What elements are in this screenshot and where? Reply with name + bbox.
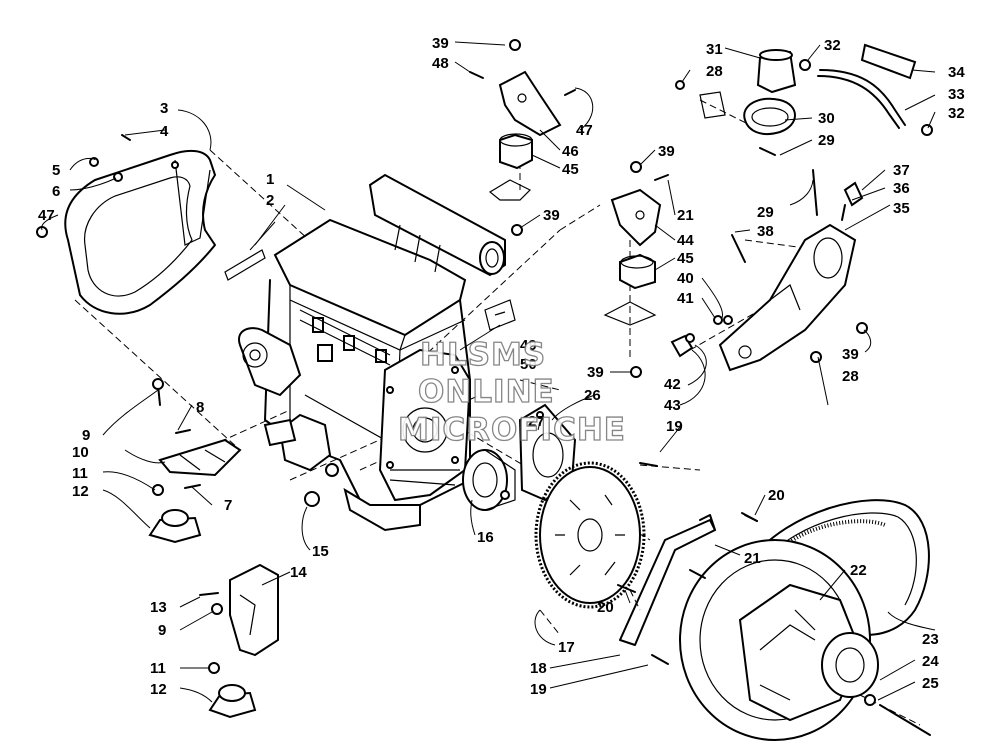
callout-9b: 9: [158, 622, 166, 639]
callout-40: 40: [677, 270, 694, 287]
filter-assembly: [675, 43, 933, 156]
callout-41: 41: [677, 290, 694, 307]
support-plate: [670, 169, 868, 372]
callout-28: 28: [706, 63, 723, 80]
callout-25: 25: [922, 675, 939, 692]
callout-42: 42: [664, 376, 681, 393]
callout-35: 35: [893, 200, 910, 217]
loose-fasteners: [36, 134, 758, 665]
callout-17: 17: [558, 639, 575, 656]
callout-24: 24: [922, 653, 939, 670]
callout-48: 48: [432, 55, 449, 72]
callout-19: 19: [530, 681, 547, 698]
callout-21: 21: [744, 550, 761, 567]
callout-27: 27: [528, 413, 545, 430]
callout-6: 6: [52, 183, 60, 200]
callout-50: 50: [520, 356, 537, 373]
callout-46: 46: [562, 143, 579, 160]
watermark-line-1: HLSMS: [420, 337, 546, 373]
watermark-line-2: ONLINE: [418, 374, 555, 410]
callout-23: 23: [922, 631, 939, 648]
drive-hub: [462, 449, 516, 511]
callout-45: 45: [562, 161, 579, 178]
callout-8: 8: [196, 399, 204, 416]
callout-19b: 19: [666, 418, 683, 435]
clutch-bracket: [619, 514, 716, 646]
callout-3: 3: [160, 100, 168, 117]
callout-32b: 32: [948, 105, 965, 122]
callout-31: 31: [706, 41, 723, 58]
callout-38: 38: [757, 223, 774, 240]
engine-block: [224, 173, 516, 532]
callout-7: 7: [224, 497, 232, 514]
callout-16: 16: [477, 529, 494, 546]
callout-37: 37: [893, 162, 910, 179]
callout-39-low: 39: [587, 364, 604, 381]
callout-49: 49: [520, 337, 537, 354]
callout-11: 11: [72, 465, 88, 482]
callout-47b: 47: [576, 122, 593, 139]
drive-clutch: [679, 499, 931, 741]
leader-lines: [41, 41, 936, 703]
watermark: HLSMS ONLINE MICROFICHE: [397, 336, 626, 448]
callout-39-right: 39: [658, 143, 675, 160]
callout-30: 30: [818, 110, 835, 127]
callout-10: 10: [72, 444, 89, 461]
callout-20: 20: [768, 487, 785, 504]
callout-47: 47: [38, 207, 55, 224]
belt-guard: [64, 149, 216, 315]
callout-13: 13: [150, 599, 167, 616]
callout-1: 1: [266, 171, 274, 188]
callout-5: 5: [52, 162, 60, 179]
callout-14: 14: [290, 564, 307, 581]
rear-mount-bracket: [199, 491, 320, 719]
top-engine-mount: [469, 39, 576, 236]
callout-18: 18: [530, 660, 547, 677]
callout-9: 9: [82, 427, 90, 444]
callout-34: 34: [948, 64, 965, 81]
callout-21b: 21: [677, 207, 694, 224]
front-mount-bracket: [148, 378, 242, 544]
callout-32: 32: [824, 37, 841, 54]
callout-44: 44: [677, 232, 694, 249]
callout-12: 12: [72, 483, 89, 500]
callout-4: 4: [160, 123, 169, 140]
callout-39-mid: 39: [543, 207, 560, 224]
callout-36: 36: [893, 180, 910, 197]
callout-39-top: 39: [432, 35, 449, 52]
callout-29b: 29: [757, 204, 774, 221]
callout-labels: 1 2 3 4 5 6 47 7 8 9 10 11 12 13 9 11 12…: [38, 35, 965, 698]
callout-2: 2: [266, 192, 274, 209]
callout-33: 33: [948, 86, 965, 103]
callout-39-far: 39: [842, 346, 859, 363]
callout-22: 22: [850, 562, 867, 579]
callout-11b: 11: [150, 660, 166, 677]
callout-20b: 20: [597, 599, 614, 616]
callout-12b: 12: [150, 681, 167, 698]
flywheel-ring-gear: [534, 461, 646, 609]
watermark-line-3: MICROFICHE: [398, 412, 626, 448]
callout-28b: 28: [842, 368, 859, 385]
callout-26: 26: [584, 387, 601, 404]
callout-15: 15: [312, 543, 329, 560]
callout-29: 29: [818, 132, 835, 149]
side-engine-mount: [603, 161, 669, 378]
callout-45b: 45: [677, 250, 694, 267]
callout-43: 43: [664, 397, 681, 414]
